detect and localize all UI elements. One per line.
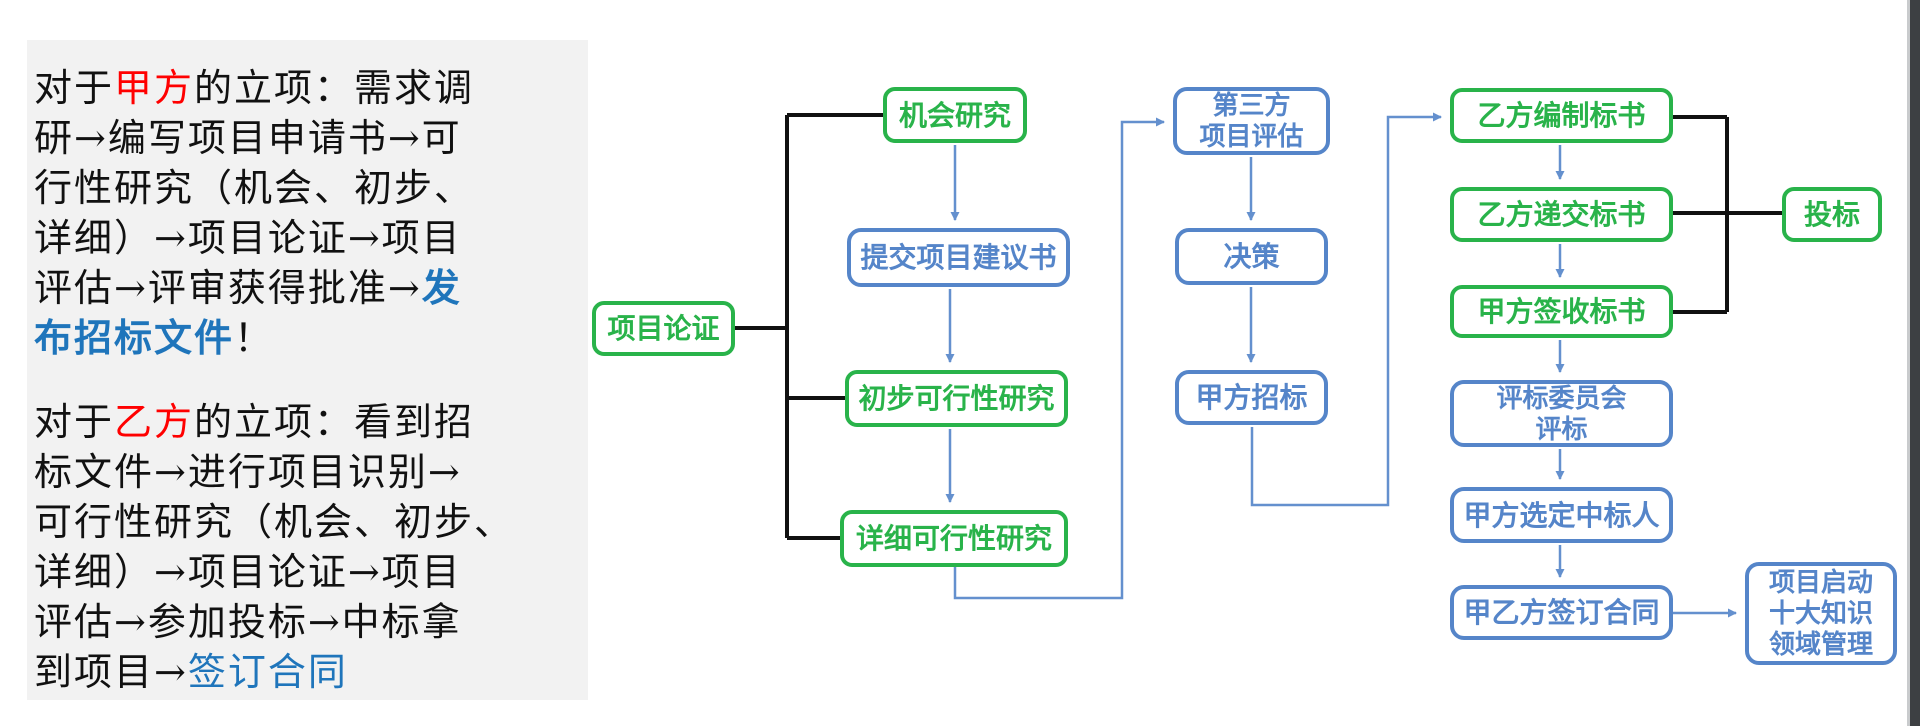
- node-party-a-receive-bid: 甲方签收标书: [1450, 285, 1673, 338]
- text-line: 评估→评审获得批准→发: [34, 263, 588, 313]
- body-text: 标文件→进行项目识别→: [34, 450, 462, 494]
- text-line: 可行性研究（机会、初步、: [34, 497, 588, 547]
- body-text: ！: [234, 316, 275, 360]
- text-line: 到项目→签订合同: [34, 647, 588, 697]
- text-line: 详细）→项目论证→项目: [34, 213, 588, 263]
- body-text: 行性研究（机会、初步、: [34, 166, 475, 210]
- body-text: 可行性研究（机会、初步、: [34, 500, 515, 544]
- highlighted-text: 签订合同: [187, 650, 348, 694]
- node-bid-evaluation-committee: 评标委员会 评标: [1450, 380, 1673, 447]
- node-party-b-prepare-bid: 乙方编制标书: [1450, 88, 1673, 143]
- node-decision: 决策: [1175, 228, 1328, 285]
- body-text: 评估→评审获得批准→: [34, 266, 422, 310]
- text-line: 对于甲方的立项：需求调: [34, 63, 588, 113]
- body-text: 详细）→项目论证→项目: [34, 216, 462, 260]
- node-detailed-feasibility-study: 详细可行性研究: [840, 510, 1068, 567]
- right-edge-divider: [1907, 0, 1910, 726]
- node-party-a-select-winner: 甲方选定中标人: [1450, 487, 1673, 543]
- highlighted-text: 发: [421, 265, 462, 310]
- body-text: 的立项：需求调: [194, 66, 475, 110]
- highlighted-text: 布招标文件: [34, 315, 235, 360]
- body-text: 研→编写项目申请书→可: [34, 116, 462, 160]
- node-opportunity-study: 机会研究: [883, 87, 1027, 143]
- highlighted-text: 乙方: [114, 400, 195, 444]
- body-text: 到项目→: [34, 650, 188, 694]
- text-line: 布招标文件！: [34, 313, 588, 363]
- node-party-a-tender: 甲方招标: [1175, 370, 1328, 425]
- node-bidding: 投标: [1782, 187, 1882, 242]
- text-line: 详细）→项目论证→项目: [34, 547, 588, 597]
- node-submit-project-proposal: 提交项目建议书: [847, 228, 1070, 287]
- text-line: 标文件→进行项目识别→: [34, 447, 588, 497]
- node-project-demonstration: 项目论证: [592, 301, 735, 356]
- left-text-panel: 对于甲方的立项：需求调研→编写项目申请书→可行性研究（机会、初步、详细）→项目论…: [27, 40, 588, 700]
- arrow-tender-preparebid: [1250, 112, 1442, 507]
- body-text: 评估→参加投标→中标拿: [34, 600, 462, 644]
- right-edge-strip: [1910, 0, 1920, 726]
- node-party-b-submit-bid: 乙方递交标书: [1450, 187, 1673, 242]
- body-text: 的立项：看到招: [194, 400, 475, 444]
- node-project-kickoff-knowledge-areas: 项目启动 十大知识 领域管理: [1745, 562, 1897, 665]
- text-line: 评估→参加投标→中标拿: [34, 597, 588, 647]
- node-sign-contract: 甲乙方签订合同: [1450, 585, 1673, 640]
- body-text: 对于: [34, 400, 115, 444]
- node-third-party-evaluation: 第三方 项目评估: [1173, 87, 1330, 155]
- body-text: 对于: [34, 66, 115, 110]
- text-line: 研→编写项目申请书→可: [34, 113, 588, 163]
- body-text: 详细）→项目论证→项目: [34, 550, 462, 594]
- text-line: 行性研究（机会、初步、: [34, 163, 588, 213]
- node-preliminary-feasibility-study: 初步可行性研究: [845, 370, 1068, 427]
- highlighted-text: 甲方: [114, 66, 195, 110]
- text-line: 对于乙方的立项：看到招: [34, 397, 588, 447]
